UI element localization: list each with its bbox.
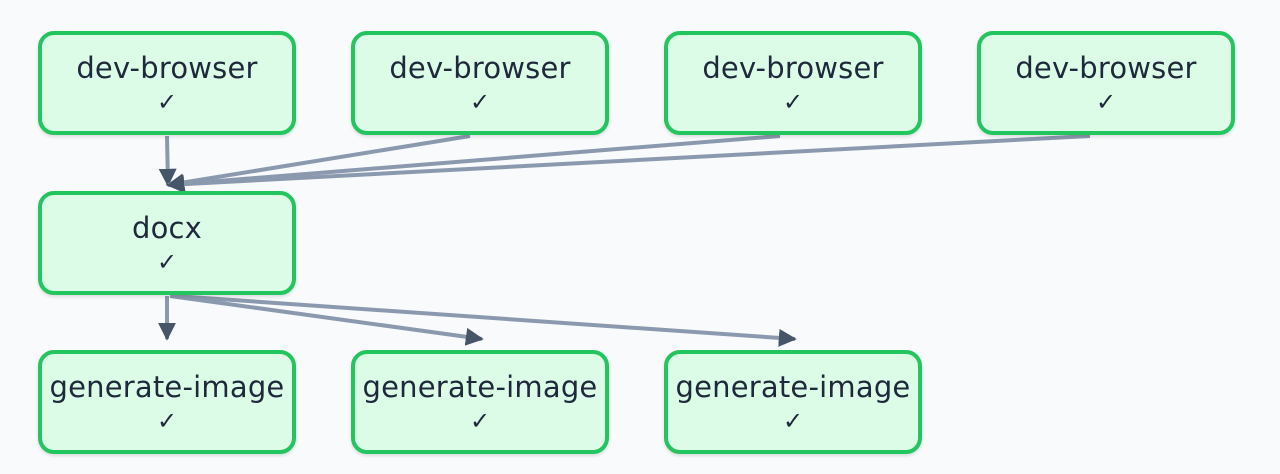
edge-n2-n4: [166, 134, 781, 193]
check-icon: ✓: [156, 407, 178, 435]
edge-n1-n4: [166, 134, 471, 192]
node-label: generate-image: [49, 370, 285, 404]
node-dev-browser-2[interactable]: dev-browser ✓: [351, 31, 609, 135]
node-label: generate-image: [362, 370, 598, 404]
check-icon: ✓: [469, 407, 491, 435]
edge-n0-n4: [158, 135, 177, 187]
check-icon: ✓: [782, 407, 804, 435]
check-icon: ✓: [1095, 88, 1117, 116]
node-label: docx: [131, 211, 203, 245]
node-docx[interactable]: docx ✓: [38, 191, 296, 295]
node-generate-image-1[interactable]: generate-image ✓: [38, 350, 296, 454]
node-dev-browser-3[interactable]: dev-browser ✓: [664, 31, 922, 135]
edge-n4-n7: [174, 294, 797, 347]
node-label: dev-browser: [1015, 51, 1197, 85]
edge-n4-n6: [169, 294, 484, 346]
node-label: dev-browser: [76, 51, 258, 85]
edge-n3-n4: [166, 134, 1091, 194]
node-generate-image-2[interactable]: generate-image ✓: [351, 350, 609, 454]
node-label: dev-browser: [389, 51, 571, 85]
check-icon: ✓: [156, 88, 178, 116]
node-dev-browser-1[interactable]: dev-browser ✓: [38, 31, 296, 135]
check-icon: ✓: [782, 88, 804, 116]
node-label: generate-image: [675, 370, 911, 404]
node-dev-browser-4[interactable]: dev-browser ✓: [977, 31, 1235, 135]
check-icon: ✓: [156, 248, 178, 276]
node-generate-image-3[interactable]: generate-image ✓: [664, 350, 922, 454]
check-icon: ✓: [469, 88, 491, 116]
node-label: dev-browser: [702, 51, 884, 85]
